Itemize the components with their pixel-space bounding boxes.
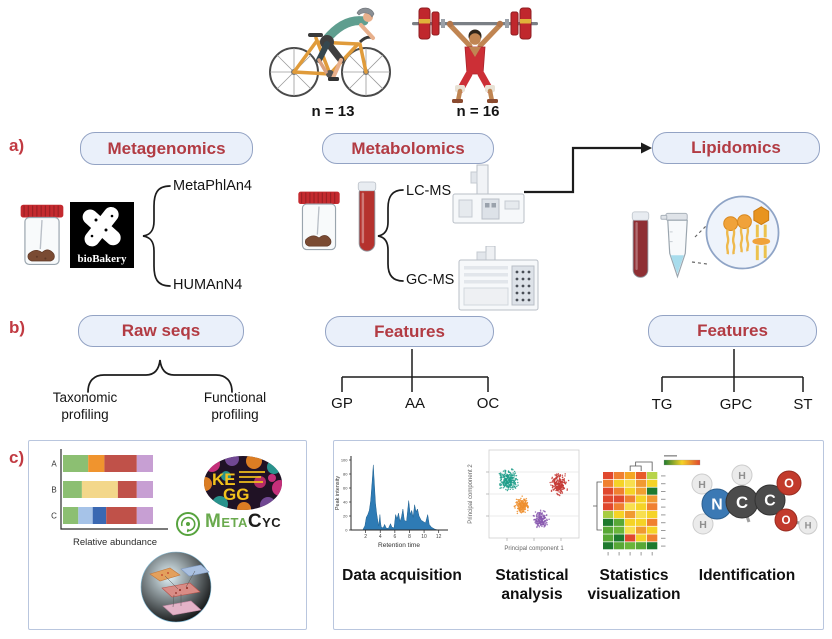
svg-text:Relative abundance: Relative abundance	[73, 537, 157, 548]
svg-text:C: C	[51, 512, 57, 521]
svg-text:Retention time: Retention time	[378, 542, 420, 549]
raw-seqs-box: Raw seqs	[78, 315, 244, 347]
lipidomics-features-box: Features	[648, 315, 817, 347]
metagenomics-brace	[142, 185, 171, 287]
biobakery-logo: bioBakery	[70, 202, 134, 268]
weightlifter-icon	[412, 7, 538, 104]
metabolomics-features-box: Features	[325, 316, 494, 347]
eppendorf-tube-icon	[660, 212, 688, 279]
svg-text:40: 40	[343, 500, 348, 505]
arrowhead	[641, 142, 652, 154]
metacyc-wordmark-meta: Meta	[205, 511, 248, 532]
svg-text:6: 6	[393, 534, 396, 540]
svg-text:0: 0	[345, 528, 348, 533]
metacyc-wordmark-cyc: Cyc	[247, 511, 282, 532]
lipidomics-features-tree	[661, 349, 804, 392]
blood-tube-icon	[631, 211, 650, 278]
cyclists-count: n = 13	[311, 103, 355, 120]
step-statistics-visualization: Statistics visualization	[587, 567, 681, 604]
cyclist-icon	[269, 7, 391, 97]
section-b-label: b)	[9, 318, 26, 337]
svg-text:8: 8	[408, 534, 411, 540]
relative-abundance-chart: A B C Relative abundance	[51, 449, 168, 548]
blood-tube-icon	[357, 181, 377, 252]
pathway-sphere-icon	[140, 551, 212, 623]
feature-aa-label: AA	[404, 395, 425, 412]
metabolomics-features-tree	[341, 349, 489, 392]
kegg-logo: KE GG	[204, 456, 282, 510]
lcms-label: LC-MS	[406, 183, 452, 199]
kegg-wordmark-bottom: GG	[223, 485, 249, 504]
metabolomics-box: Metabolomics	[322, 133, 494, 164]
svg-text:O: O	[781, 514, 790, 527]
svg-text:10: 10	[421, 534, 427, 540]
svg-text:Peak intensity: Peak intensity	[335, 476, 341, 510]
feature-gpc-label: GPC	[719, 396, 753, 413]
lcms-instrument-icon	[452, 164, 525, 224]
svg-text:N: N	[711, 497, 722, 514]
gcms-label: GC-MS	[406, 272, 455, 288]
step-data-acquisition: Data acquisition	[342, 567, 462, 584]
biobakery-wordmark: bioBakery	[78, 253, 127, 265]
metacyc-wordmark: MetaCyc	[205, 511, 281, 533]
svg-text:C: C	[736, 493, 748, 512]
taxonomic-profiling-label: Taxonomic profiling	[52, 390, 118, 422]
stool-sample-jar-icon	[20, 204, 64, 266]
raw-seqs-brace	[87, 359, 233, 393]
section-a-label: a)	[9, 136, 25, 155]
feature-gp-label: GP	[331, 395, 353, 412]
svg-text:C: C	[764, 493, 775, 510]
section-c-label: c)	[9, 448, 25, 467]
svg-text:2: 2	[364, 534, 367, 540]
stool-sample-jar-icon	[298, 191, 340, 251]
step-statistical-analysis: Statistical analysis	[495, 567, 569, 604]
metaphlan4-label: MetaPhlAn4	[173, 178, 252, 194]
kegg-wordmark-top: KE	[212, 470, 236, 489]
svg-text:100: 100	[341, 458, 348, 463]
svg-text:20: 20	[343, 514, 348, 519]
humann4-label: HUMAnN4	[173, 277, 243, 293]
svg-text:Principal component 1: Principal component 1	[504, 546, 564, 552]
weightlifters-count: n = 16	[456, 103, 500, 120]
svg-text:B: B	[51, 486, 56, 495]
lipid-lens-icon	[705, 195, 780, 270]
step-identification: Identification	[698, 567, 796, 584]
svg-text:12: 12	[436, 534, 442, 540]
svg-text:O: O	[784, 477, 794, 491]
svg-text:H: H	[698, 479, 706, 491]
gcms-instrument-icon	[458, 246, 539, 311]
metagenomics-box: Metagenomics	[80, 132, 253, 165]
feature-tg-label: TG	[651, 396, 673, 413]
pca-scatter-chart: Principal component 1 Principal component…	[468, 449, 580, 552]
functional-profiling-label: Functional profiling	[203, 390, 267, 422]
heatmap-chart	[593, 455, 701, 556]
feature-st-label: ST	[793, 396, 813, 413]
metabolomics-brace	[377, 189, 404, 282]
metacyc-icon	[176, 512, 200, 536]
svg-text:60: 60	[343, 486, 348, 491]
svg-text:Principal component 2: Principal component 2	[468, 464, 474, 524]
svg-text:4: 4	[379, 534, 382, 540]
svg-text:80: 80	[343, 472, 348, 477]
lipidomics-box: Lipidomics	[652, 132, 820, 164]
svg-text:A: A	[51, 460, 57, 469]
svg-text:H: H	[738, 470, 746, 482]
svg-text:H: H	[699, 519, 707, 531]
feature-oc-label: OC	[476, 395, 500, 412]
svg-text:H: H	[805, 520, 812, 531]
